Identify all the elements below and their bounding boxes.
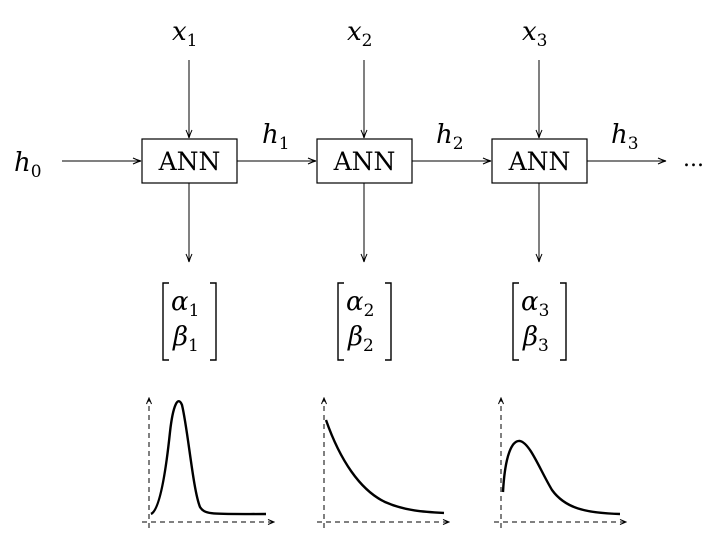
alpha-label-1: α1 xyxy=(171,287,199,321)
initial-hidden-label: h0 xyxy=(14,148,42,182)
beta-label-2: β2 xyxy=(347,322,374,356)
input-label-3: x3 xyxy=(522,17,548,51)
step-3: x3 ANN h3 α3 β3 xyxy=(491,17,667,528)
ann-box-2 xyxy=(316,138,413,184)
dist-curve-1 xyxy=(150,400,267,516)
input-label-1: x1 xyxy=(172,17,198,51)
param-bracket-left-2 xyxy=(337,282,344,361)
param-bracket-right-1 xyxy=(210,282,217,361)
param-bracket-right-2 xyxy=(385,282,392,361)
ann-box-1 xyxy=(141,138,238,184)
param-bracket-right-3 xyxy=(560,282,567,361)
step-2: x2 ANN h2 α2 β2 xyxy=(316,17,492,528)
hidden-label-3: h3 xyxy=(611,120,639,154)
hidden-label-2: h2 xyxy=(436,120,464,154)
beta-label-3: β3 xyxy=(522,322,549,356)
dist-curve-3 xyxy=(501,439,621,516)
ann-label-2: ANN xyxy=(333,147,396,176)
ann-label-1: ANN xyxy=(158,147,221,176)
ann-label-3: ANN xyxy=(508,147,571,176)
alpha-label-2: α2 xyxy=(346,287,374,321)
param-bracket-left-1 xyxy=(162,282,169,361)
dist-curve-2 xyxy=(324,419,445,515)
step-1: x1 ANN h1 α1 β1 xyxy=(141,17,317,528)
param-bracket-left-3 xyxy=(512,282,519,361)
alpha-label-3: α3 xyxy=(521,287,549,321)
hidden-label-1: h1 xyxy=(262,120,290,154)
beta-label-1: β1 xyxy=(172,322,199,356)
ellipsis: ... xyxy=(683,147,704,172)
input-label-2: x2 xyxy=(347,17,373,51)
